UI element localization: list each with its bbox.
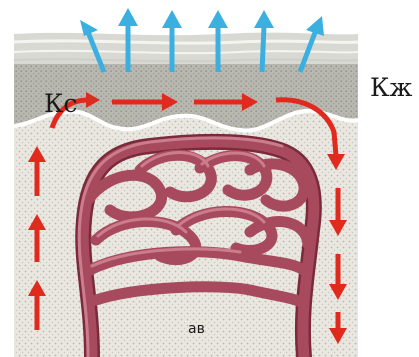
label-av: ав (188, 322, 205, 336)
label-kc: Кс (44, 91, 77, 116)
label-kzh: Кж (370, 75, 412, 100)
